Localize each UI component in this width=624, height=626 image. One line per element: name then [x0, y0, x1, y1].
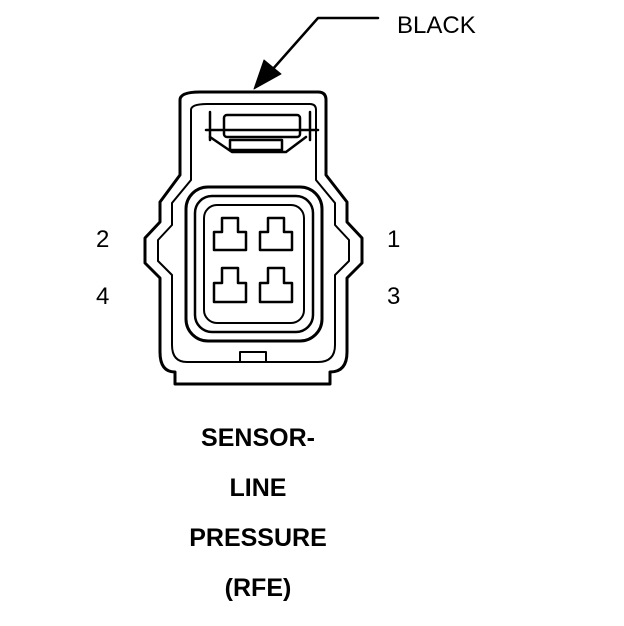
pin-label-1: 1	[387, 226, 401, 253]
caption-line-2: LINE	[229, 474, 287, 502]
housing-notch	[239, 351, 267, 363]
locking-latch	[204, 110, 320, 154]
pin-label-2: 2	[96, 226, 110, 253]
connector-housing-outer	[143, 90, 364, 386]
terminal-4	[212, 266, 248, 304]
terminal-2	[212, 216, 248, 252]
terminal-pins	[212, 216, 294, 304]
terminal-3	[258, 266, 294, 304]
diagram-caption: SENSOR- LINE PRESSURE (RFE)	[138, 426, 378, 626]
callout-label: BLACK	[397, 12, 476, 39]
pin-label-4: 4	[96, 283, 110, 310]
terminal-cavity	[184, 185, 324, 343]
caption-line-1: SENSOR-	[201, 424, 315, 452]
callout-leader	[253, 16, 380, 90]
terminal-1	[258, 216, 294, 252]
caption-line-4: (RFE)	[224, 574, 292, 602]
connector-housing-inner	[157, 103, 350, 363]
caption-line-3: PRESSURE	[189, 524, 327, 552]
pin-label-3: 3	[387, 283, 401, 310]
connector-diagram	[143, 16, 380, 386]
